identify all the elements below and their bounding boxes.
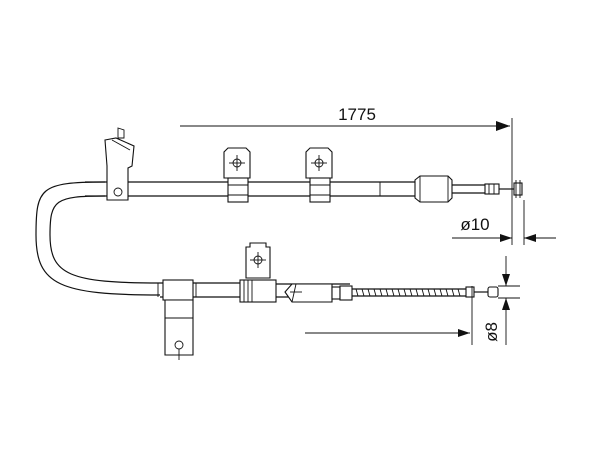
lower-left-bracket: [162, 279, 194, 360]
clip-upper-1: [223, 147, 251, 203]
upper-diameter-dimension: ø10: [452, 200, 556, 245]
upper-diameter-label: ø10: [460, 215, 489, 234]
lower-diameter-label: ø8: [482, 322, 501, 342]
length-dimension: 1775: [180, 105, 513, 245]
upper-cable: [85, 181, 415, 197]
lower-diameter-dimension: ø8: [305, 256, 520, 345]
clip-lower: [239, 242, 277, 303]
lower-end-fitting: [284, 283, 499, 303]
upper-end-fitting: [414, 175, 523, 203]
length-label: 1775: [338, 105, 376, 124]
clip-upper-2: [305, 147, 333, 203]
cable-loop: [35, 181, 161, 296]
upper-left-bracket: [104, 127, 135, 201]
